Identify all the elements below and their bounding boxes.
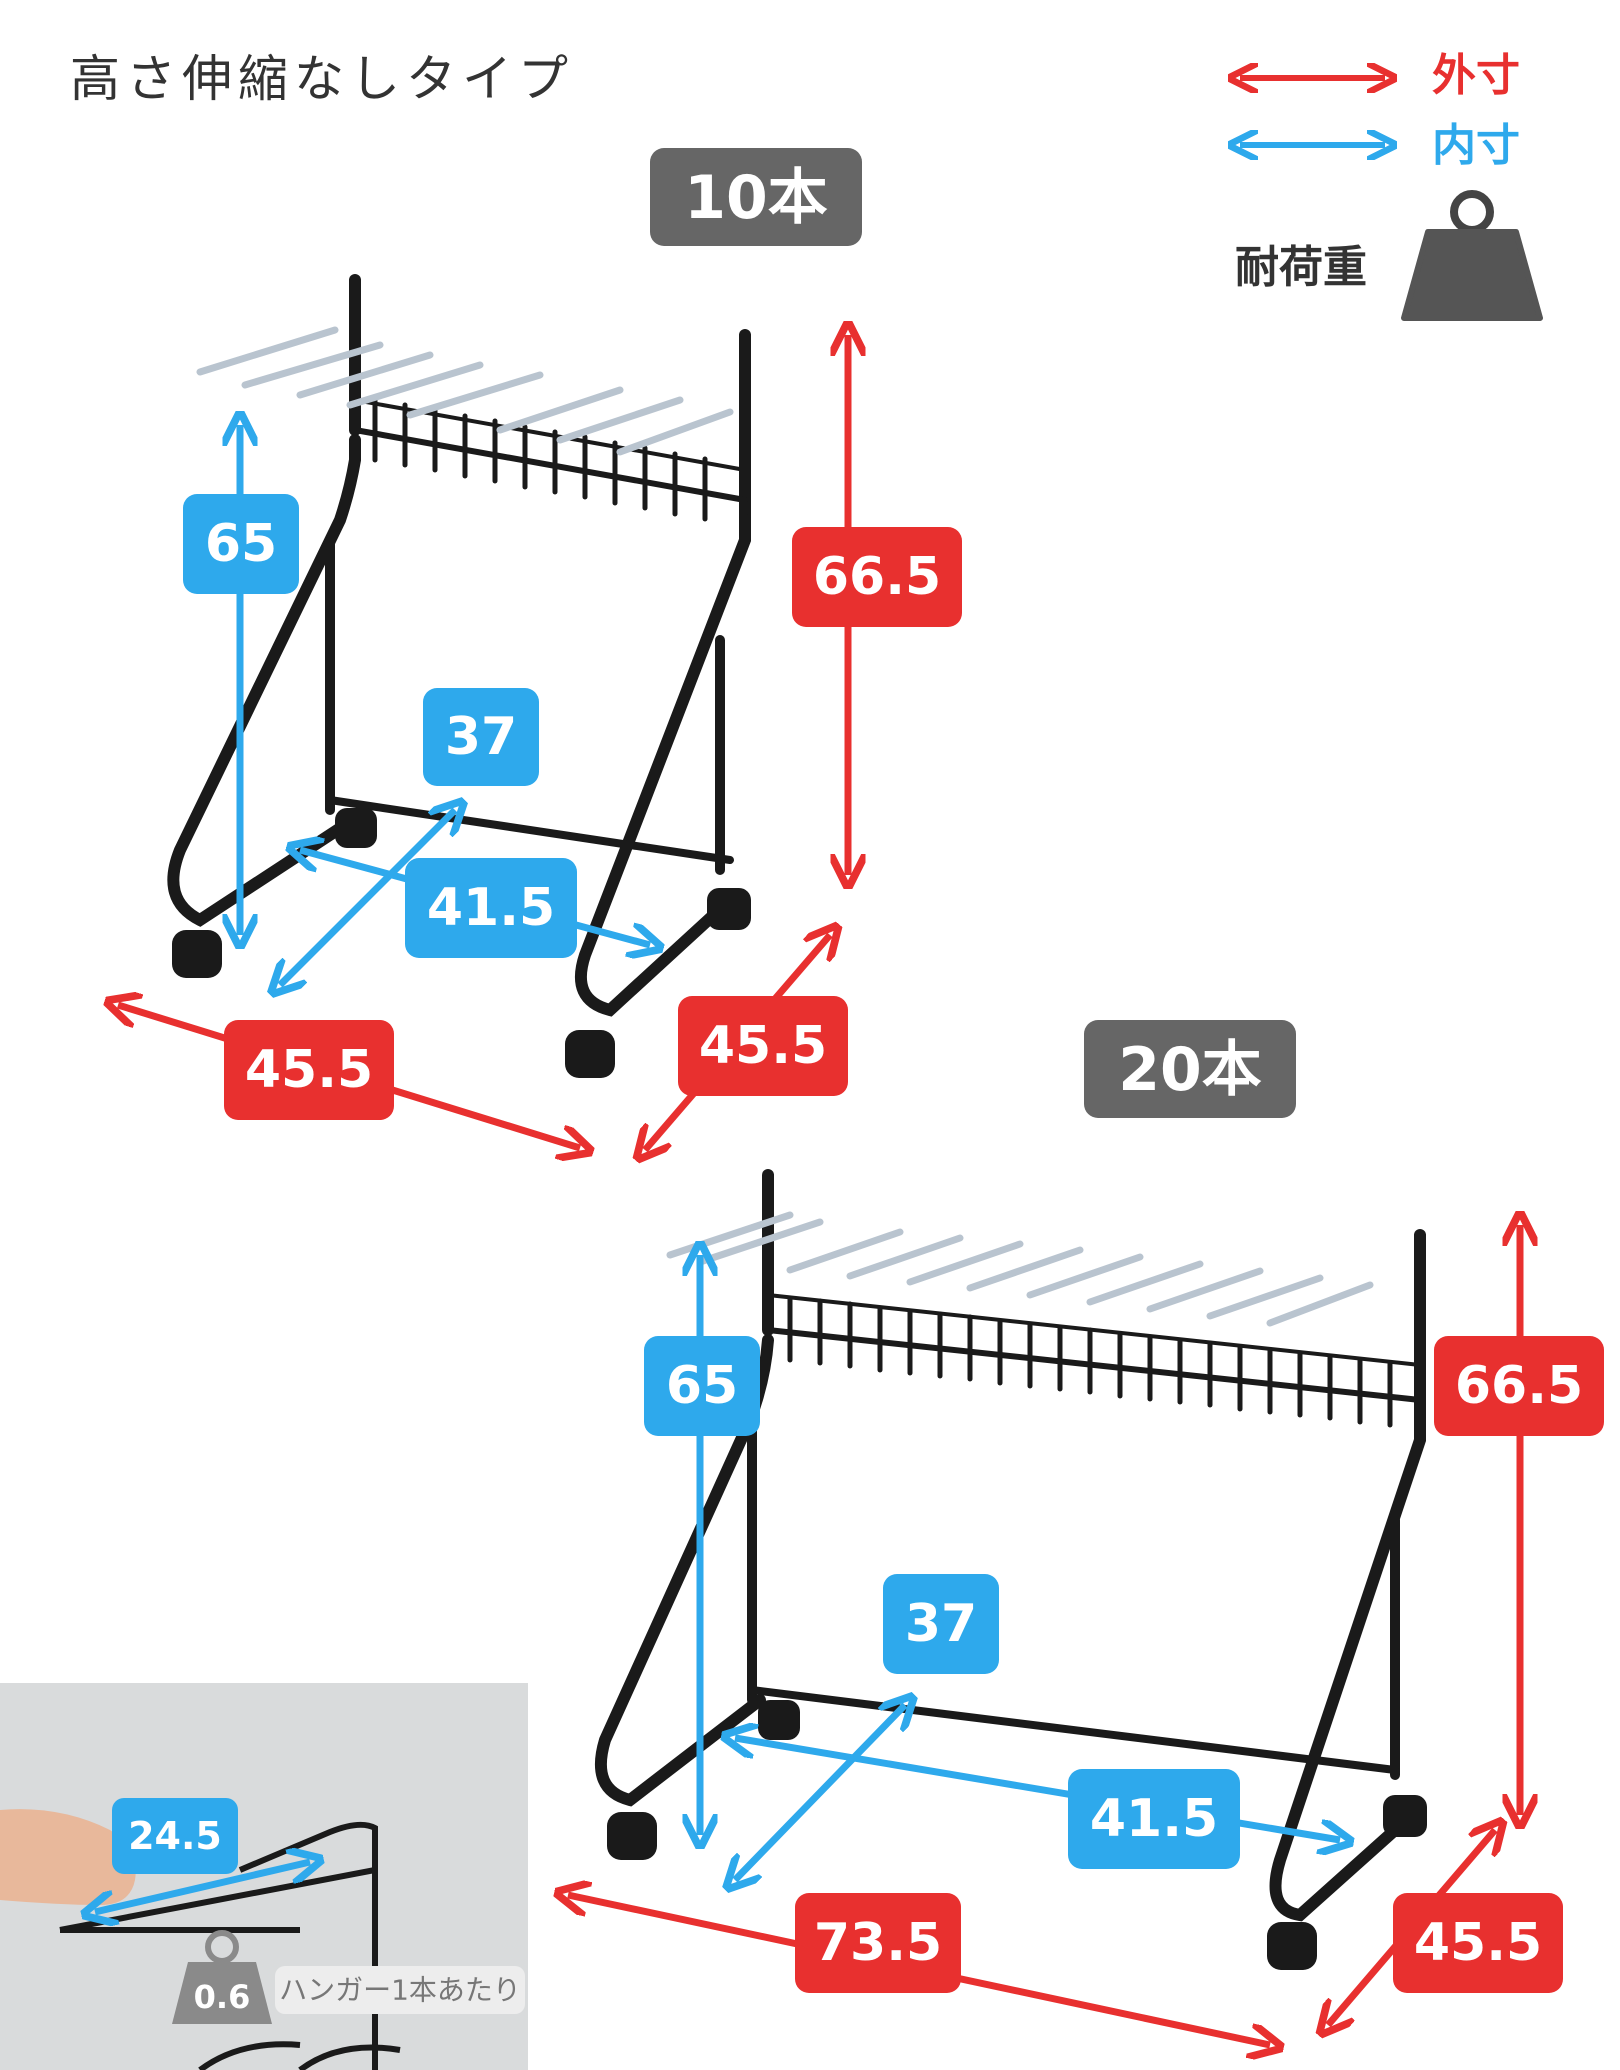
legend: 外寸 内寸 耐荷重 [1235,50,1543,321]
legend-load-label: 耐荷重 [1235,242,1367,293]
inner-height-badge-10 [183,494,299,594]
inset-load-note-bg [275,1966,525,2014]
outer-depth-20: 45.5 [1414,1913,1542,1973]
outer-height-badge-20 [1434,1336,1604,1436]
hanger-wire [59,1821,378,1933]
inner-depth-20: 37 [905,1594,977,1654]
hanger-size-badge [112,1798,238,1874]
weight-icon [1401,190,1543,321]
hanger-inset: 24.5 0.6 ハンガー1本あたり [0,1683,528,2070]
outer-depth-badge-20 [1393,1893,1563,1993]
inner-width-badge-20 [1068,1769,1240,1869]
outer-height-20: 66.5 [1455,1356,1583,1416]
outer-depth-badge-10 [678,996,848,1096]
inner-height-20: 65 [666,1356,738,1416]
rack-10-illustration [167,274,751,1078]
rack-20-illustration [594,1169,1427,1970]
inner-depth-badge-10 [423,688,539,786]
outer-height-10: 66.5 [813,547,941,607]
outer-depth-10: 45.5 [699,1016,827,1076]
legend-inner-label: 内寸 [1432,120,1520,171]
inner-depth-10: 37 [445,707,517,767]
legend-outer-label: 外寸 [1432,50,1520,101]
outer-width-badge-20 [795,1893,961,1993]
inner-width-badge-10 [405,858,577,958]
inset-weight-icon [172,1930,272,2024]
dims-20: 65 66.5 37 41.5 73.5 45.5 [568,1225,1604,2045]
page-title: 高さ伸縮なしタイプ [70,50,574,108]
outer-height-badge-10 [792,527,962,627]
inner-height-10: 65 [205,514,277,574]
badge-20 [1084,1020,1296,1118]
hanger-size: 24.5 [128,1814,222,1858]
inner-width-20: 41.5 [1090,1789,1218,1849]
inner-height-badge-20 [644,1336,760,1436]
inner-width-10: 41.5 [427,878,555,938]
badge-20-label: 20本 [1118,1035,1262,1105]
hanger-size-arrow [95,1862,310,1912]
dims-10: 65 66.5 37 41.5 45.5 45.5 [118,335,962,1150]
outer-width-badge-10 [224,1020,394,1120]
outer-width-10: 45.5 [245,1040,373,1100]
inset-load-note: ハンガー1本あたり [279,1974,521,2007]
inner-depth-badge-20 [883,1574,999,1674]
outer-width-20: 73.5 [814,1913,942,1973]
inset-load-value: 0.6 [194,1978,251,2016]
badge-10 [650,148,862,246]
badge-10-label: 10本 [684,163,828,233]
